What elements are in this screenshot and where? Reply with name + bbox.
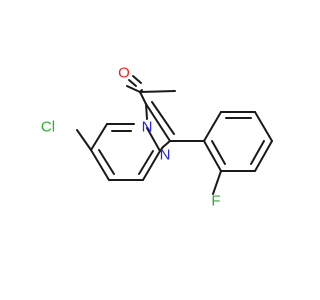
bond-cho-o: [128, 79, 137, 87]
bond-c5-c6: [90, 123, 108, 151]
fluorine-label: F: [211, 193, 220, 210]
bond-ph3-ph4: [254, 111, 273, 142]
chlorine-label: Cl: [41, 119, 55, 136]
bond-c6-cl: [76, 129, 92, 151]
bond-ph5-f: [212, 170, 222, 195]
bond-n4-c3: [145, 103, 148, 120]
bonds: [76, 75, 273, 195]
bridge-nitrogen-label: N: [142, 119, 153, 136]
bond-o-c: [126, 85, 141, 93]
ring-nitrogen-label: N: [160, 147, 171, 164]
bond-c8-c8a: [142, 150, 161, 181]
bond-ph6-ph1-double: [211, 140, 226, 165]
bond-ph4-ph5: [254, 140, 273, 172]
molecule-structure-diagram: Cl N N O F: [41, 65, 273, 210]
bond-n1-c8a: [159, 146, 164, 152]
bond-c3-c2: [145, 103, 171, 142]
bond-c2-n1: [162, 140, 171, 148]
bond-ald-ch: [139, 90, 176, 93]
bond-ph1-ph2: [203, 111, 222, 142]
bond-ph6-ph1: [203, 140, 222, 172]
bond-cho-o-double: [132, 75, 142, 84]
atom-labels: Cl N N O F: [41, 65, 221, 210]
bond-c3-cho: [139, 91, 147, 105]
bond-c8a-n4: [146, 127, 161, 152]
bond-c6-c7: [90, 149, 110, 181]
bond-c8-c8a-double: [138, 150, 154, 175]
bond-c6-c7-double: [98, 149, 115, 175]
bond-ph4-ph5-double: [250, 140, 265, 165]
bond-c3-c2-double: [151, 101, 175, 135]
oxygen-label: O: [118, 65, 130, 82]
